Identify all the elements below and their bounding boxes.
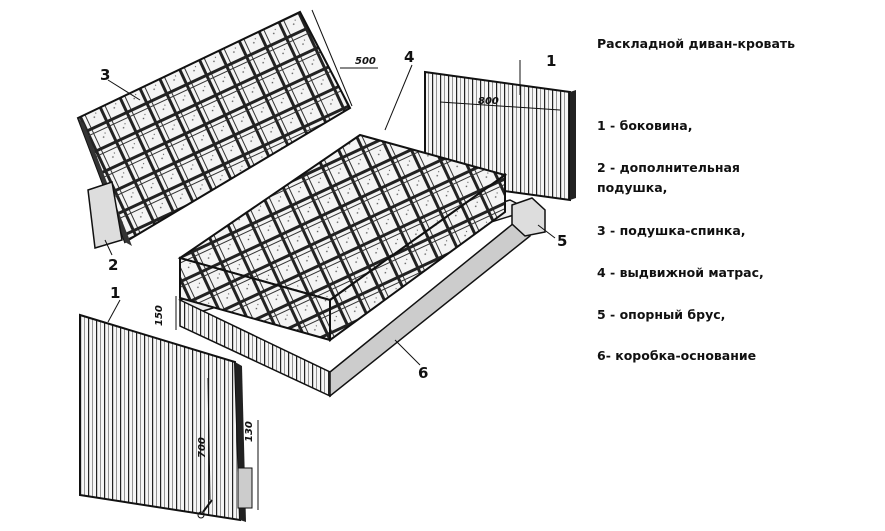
legend-item-1: 1 - боковина, [597, 118, 693, 133]
left-side-panel [79, 313, 253, 522]
callout-4: 4 [404, 48, 414, 66]
legend-item-3: 3 - подушка-спинка, [597, 223, 746, 238]
legend-item-5: 5 - опорный брус, [597, 307, 726, 322]
diagram-title: Раскладной диван-кровать [597, 36, 796, 51]
callout-6: 6 [418, 364, 428, 382]
callout-3: 3 [100, 66, 110, 84]
extra-cushion [87, 181, 123, 249]
dim-150: 150 [154, 305, 165, 326]
callout-1-left: 1 [110, 284, 120, 302]
legend-item-4: 4 - выдвижной матрас, [597, 265, 764, 280]
dim-130: 130 [244, 421, 255, 442]
legend-item-2: 2 - дополнительная [597, 160, 740, 175]
callout-1-top: 1 [546, 52, 556, 70]
dim-500: 500 [355, 56, 376, 67]
dim-700: 700 [197, 437, 208, 458]
support-beam [511, 197, 546, 237]
legend-item-6: 6- коробка-основание [597, 348, 757, 363]
dimension-lines [104, 9, 561, 510]
mattress [177, 133, 508, 342]
callout-5: 5 [557, 232, 567, 250]
legend-item-2-cont: подушка, [597, 180, 668, 195]
callout-2: 2 [108, 256, 118, 274]
dim-800: 800 [478, 96, 499, 107]
